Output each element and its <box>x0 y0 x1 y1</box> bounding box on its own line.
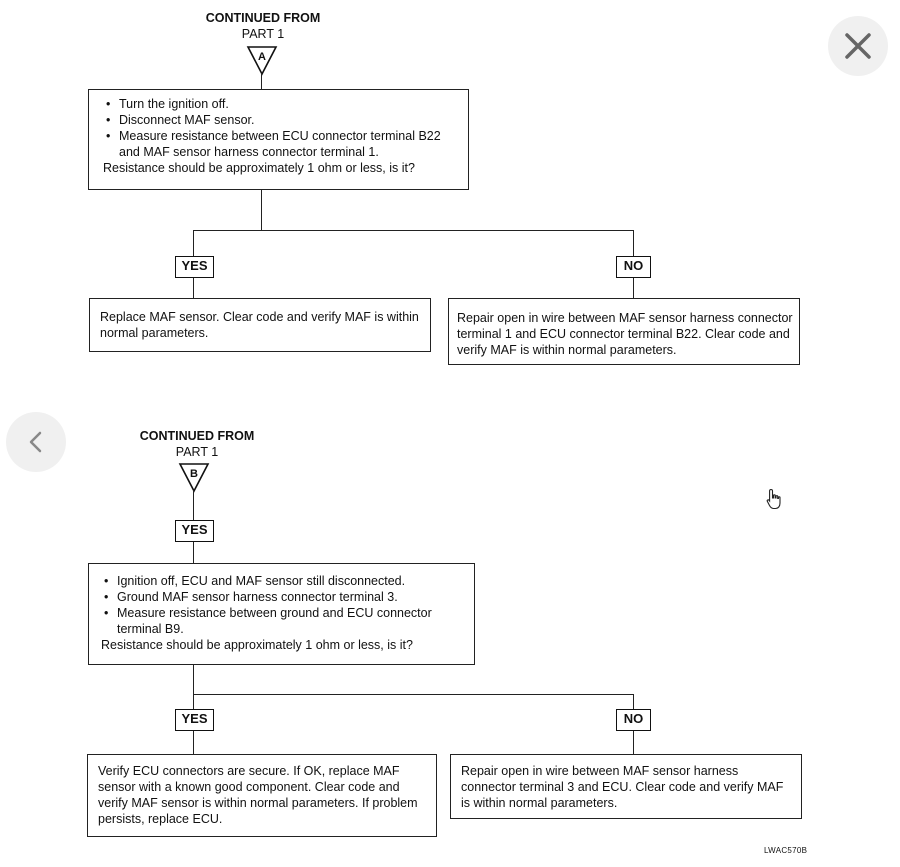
connector-line <box>193 731 195 755</box>
part-a-heading-sub: PART 1 <box>241 27 285 41</box>
connector-line <box>193 278 195 299</box>
list-item: Disconnect MAF sensor. <box>103 112 443 128</box>
part-b-heading-title: CONTINUED FROM <box>139 429 255 443</box>
previous-button[interactable] <box>6 412 66 472</box>
connector-line <box>193 230 195 257</box>
part-a-check-list: Turn the ignition off. Disconnect MAF se… <box>103 96 443 160</box>
list-item: Turn the ignition off. <box>103 96 443 112</box>
part-a-connector-triangle <box>246 46 278 76</box>
part-a-heading-title: CONTINUED FROM <box>205 11 321 25</box>
part-a-no-result-box: Repair open in wire between MAF sensor h… <box>448 298 800 365</box>
part-a-check-box: Turn the ignition off. Disconnect MAF se… <box>88 89 469 190</box>
part-a-no-label: NO <box>616 256 651 278</box>
part-b-yes-result-text: Verify ECU connectors are secure. If OK,… <box>98 764 418 826</box>
connector-line <box>633 230 635 257</box>
connector-line <box>633 731 635 755</box>
part-b-heading-sub: PART 1 <box>175 445 219 459</box>
close-button[interactable] <box>828 16 888 76</box>
part-a-question: Resistance should be approximately 1 ohm… <box>103 161 415 175</box>
connector-line <box>633 694 635 709</box>
connector-line <box>193 230 634 232</box>
connector-line <box>261 73 263 90</box>
list-item: Ignition off, ECU and MAF sensor still d… <box>101 573 461 589</box>
part-b-check-box: Ignition off, ECU and MAF sensor still d… <box>88 563 475 665</box>
figure-reference: LWAC570B <box>764 846 808 855</box>
connector-line <box>193 694 634 696</box>
part-b-entry-yes-label: YES <box>175 520 214 542</box>
part-b-no-result-text: Repair open in wire between MAF sensor h… <box>461 764 784 810</box>
chevron-left-icon <box>29 431 42 453</box>
part-a-connector-letter: A <box>258 51 266 63</box>
part-b-yes-result-box: Verify ECU connectors are secure. If OK,… <box>87 754 437 837</box>
list-item: Measure resistance between ECU connector… <box>103 128 443 160</box>
part-a-heading: CONTINUED FROM PART 1 <box>188 10 338 42</box>
close-icon <box>845 33 871 59</box>
list-item: Ground MAF sensor harness connector term… <box>101 589 461 605</box>
connector-line <box>193 665 195 709</box>
hand-pointer-icon <box>766 488 781 510</box>
part-b-connector-triangle <box>178 463 210 493</box>
part-b-connector-letter: B <box>190 468 198 480</box>
part-b-yes-label: YES <box>175 709 214 731</box>
part-b-no-label: NO <box>616 709 651 731</box>
connector-line <box>193 490 195 520</box>
part-a-no-result-text: Repair open in wire between MAF sensor h… <box>457 311 793 357</box>
part-b-question: Resistance should be approximately 1 ohm… <box>101 638 413 652</box>
list-item: Measure resistance between ground and EC… <box>101 605 461 637</box>
part-b-heading: CONTINUED FROM PART 1 <box>122 428 272 460</box>
part-a-yes-result-box: Replace MAF sensor. Clear code and verif… <box>89 298 431 352</box>
connector-line <box>193 542 195 564</box>
connector-line <box>261 190 263 230</box>
part-b-no-result-box: Repair open in wire between MAF sensor h… <box>450 754 802 819</box>
connector-line <box>633 278 635 299</box>
part-b-check-list: Ignition off, ECU and MAF sensor still d… <box>101 573 461 637</box>
part-a-yes-result-text: Replace MAF sensor. Clear code and verif… <box>100 310 419 340</box>
part-a-yes-label: YES <box>175 256 214 278</box>
